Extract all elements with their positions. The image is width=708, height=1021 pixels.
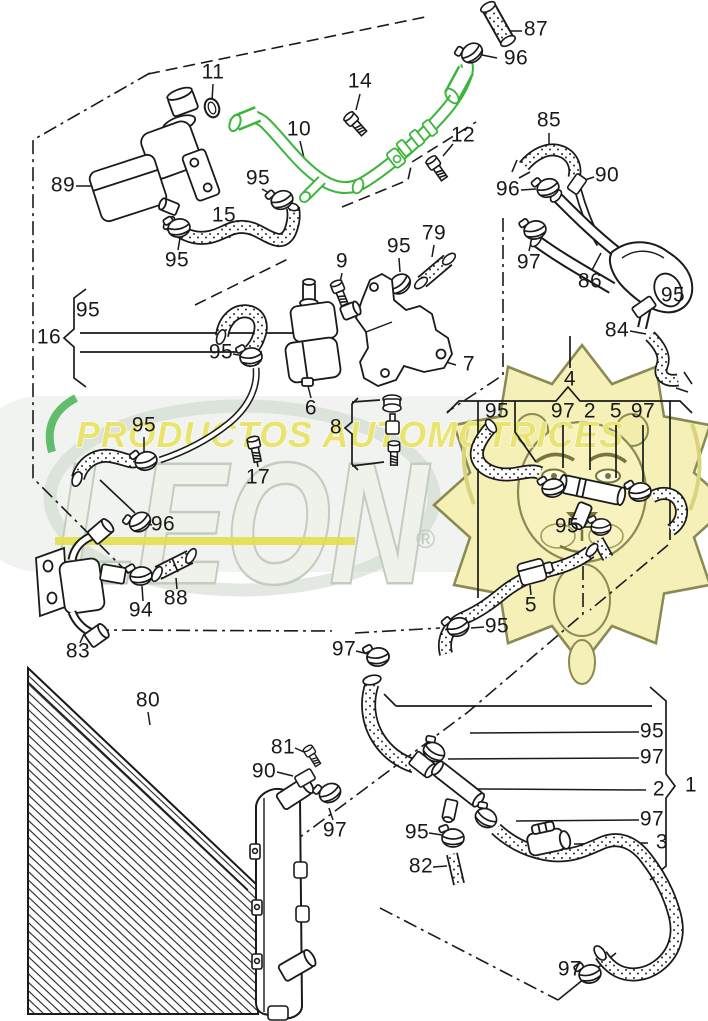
lion-watermark — [432, 343, 708, 685]
hose-84 — [645, 331, 693, 393]
radiator — [27, 665, 345, 1021]
valve-6 — [284, 278, 362, 387]
hose-88 — [151, 547, 197, 583]
boundary-lines — [32, 15, 669, 1001]
coupler-90 — [566, 173, 588, 195]
coolant-pipe-10-highlighted — [228, 59, 474, 203]
reservoir-89 — [88, 86, 221, 223]
hose-79 — [413, 252, 457, 290]
bleed-valve-3 — [526, 820, 572, 857]
hose-85 — [511, 143, 582, 180]
seal-ring-11 — [203, 97, 221, 119]
hose-87 — [479, 0, 517, 48]
mounting-hardware-8 — [382, 394, 402, 435]
thermostat-housing-83 — [35, 518, 127, 648]
callout-brackets — [62, 288, 693, 881]
watermark-tagline: PRODUCTOS AUTOMOTRICES — [76, 414, 624, 455]
hose-assembly-1 — [361, 674, 684, 982]
pipe-assembly-86 — [529, 188, 694, 330]
bracket-7 — [355, 272, 453, 387]
watermark-registered: ® — [416, 524, 435, 554]
